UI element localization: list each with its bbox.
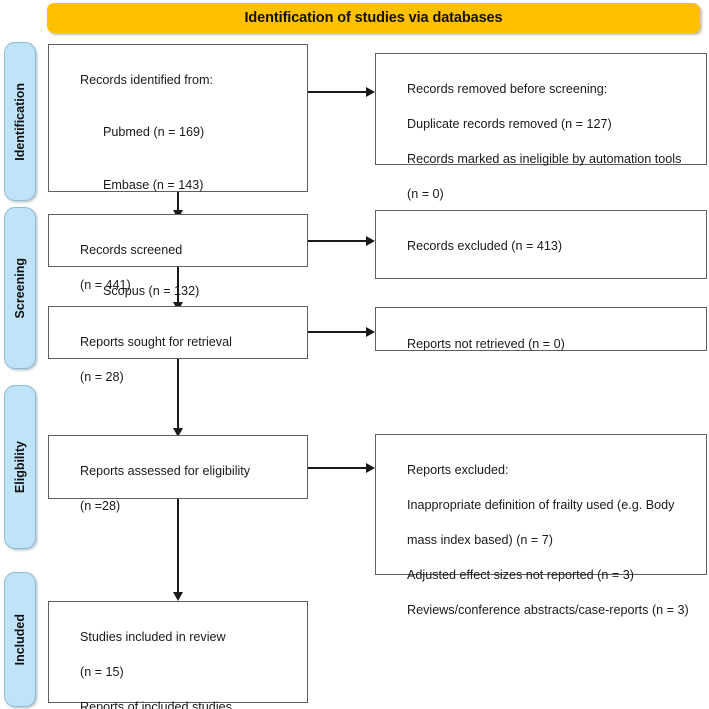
records-screened-line-0: Records screened <box>80 242 183 257</box>
box-reports-sought-text: Reports sought for retrieval (n = 28) <box>59 316 299 404</box>
reports-assessed-line-0: Reports assessed for eligibility <box>80 463 251 478</box>
phase-included: Included <box>4 572 36 707</box>
box-reports-excluded-text: Reports excluded: Inappropriate definiti… <box>386 444 698 638</box>
box-studies-included-text: Studies included in review (n = 15) Repo… <box>59 611 299 709</box>
arrowhead-sought-to-assessed <box>173 428 183 437</box>
reports-excluded-line-2: mass index based) (n = 7) <box>407 532 553 547</box>
studies-included-line-2: Reports of included studies <box>80 699 232 709</box>
box-records-identified: Records identified from: Pubmed (n = 169… <box>48 44 308 351</box>
connector-sought-to-not-retrieved <box>308 331 366 333</box>
phase-screening: Screening <box>4 207 36 369</box>
reports-excluded-line-0: Reports excluded: <box>407 462 509 477</box>
phase-eligibility: Eligbility <box>4 385 36 549</box>
phase-identification: Identification <box>4 42 36 201</box>
records-identified-source-3: Scopus (n = 132) <box>103 283 200 298</box>
reports-sought-line-0: Reports sought for retrieval <box>80 334 232 349</box>
box-reports-assessed-text: Reports assessed for eligibility (n =28) <box>59 445 299 533</box>
records-identified-source-1: Embase (n = 143) <box>103 178 204 193</box>
connector-identified-to-removed <box>308 91 366 93</box>
box-records-excluded-text: Records excluded (n = 413) <box>386 220 698 273</box>
records-screened-line-1: (n = 441) <box>80 277 131 292</box>
connector-screened-to-sought <box>177 267 179 304</box>
banner-title: Identification of studies via databases <box>244 10 503 26</box>
phase-screening-label: Screening <box>13 257 27 319</box>
reports-not-retrieved-line-0: Reports not retrieved (n = 0) <box>407 336 565 351</box>
reports-excluded-line-4: Reviews/conference abstracts/case-report… <box>407 603 689 618</box>
studies-included-line-1: (n = 15) <box>80 664 124 679</box>
phase-eligibility-label: Eligbility <box>13 440 27 494</box>
box-reports-excluded: Reports excluded: Inappropriate definiti… <box>375 434 707 617</box>
box-records-excluded: Records excluded (n = 413) <box>375 210 707 279</box>
records-removed-line-1: Duplicate records removed (n = 127) <box>407 116 612 131</box>
records-removed-line-2: Records marked as ineligible by automati… <box>407 151 682 166</box>
phase-included-label: Included <box>13 613 27 666</box>
box-reports-sought: Reports sought for retrieval (n = 28) <box>48 306 308 384</box>
connector-sought-to-assessed <box>177 359 179 430</box>
box-studies-included: Studies included in review (n = 15) Repo… <box>48 601 308 709</box>
records-removed-line-3: (n = 0) <box>407 187 444 202</box>
arrowhead-sought-to-not-retrieved <box>366 327 375 337</box>
connector-identified-to-screened <box>177 192 179 212</box>
connector-assessed-to-included <box>177 499 179 594</box>
arrowhead-assessed-to-excluded <box>366 463 375 473</box>
records-excluded-line-0: Records excluded (n = 413) <box>407 238 563 253</box>
arrowhead-identified-to-removed <box>366 87 375 97</box>
box-reports-assessed: Reports assessed for eligibility (n =28) <box>48 435 308 513</box>
records-removed-line-0: Records removed before screening: <box>407 81 608 96</box>
box-records-removed: Records removed before screening: Duplic… <box>375 53 707 236</box>
arrowhead-assessed-to-included <box>173 592 183 601</box>
box-records-screened: Records screened (n = 441) <box>48 214 308 292</box>
diagram-banner: Identification of studies via databases <box>47 3 700 33</box>
connector-screened-to-excluded <box>308 240 366 242</box>
box-records-screened-text: Records screened (n = 441) <box>59 224 299 312</box>
reports-assessed-line-1: (n =28) <box>80 498 121 513</box>
studies-included-line-0: Studies included in review <box>80 629 226 644</box>
arrowhead-screened-to-excluded <box>366 236 375 246</box>
box-reports-not-retrieved: Reports not retrieved (n = 0) <box>375 307 707 351</box>
phase-identification-label: Identification <box>13 82 27 161</box>
reports-excluded-line-1: Inappropriate definition of frailty used… <box>407 497 675 512</box>
connector-assessed-to-excluded <box>308 467 366 469</box>
records-identified-heading: Records identified from: <box>80 72 213 87</box>
records-identified-source-0: Pubmed (n = 169) <box>103 125 205 140</box>
reports-sought-line-1: (n = 28) <box>80 369 124 384</box>
box-reports-not-retrieved-text: Reports not retrieved (n = 0) <box>386 318 698 371</box>
reports-excluded-line-3: Adjusted effect sizes not reported (n = … <box>407 568 634 583</box>
